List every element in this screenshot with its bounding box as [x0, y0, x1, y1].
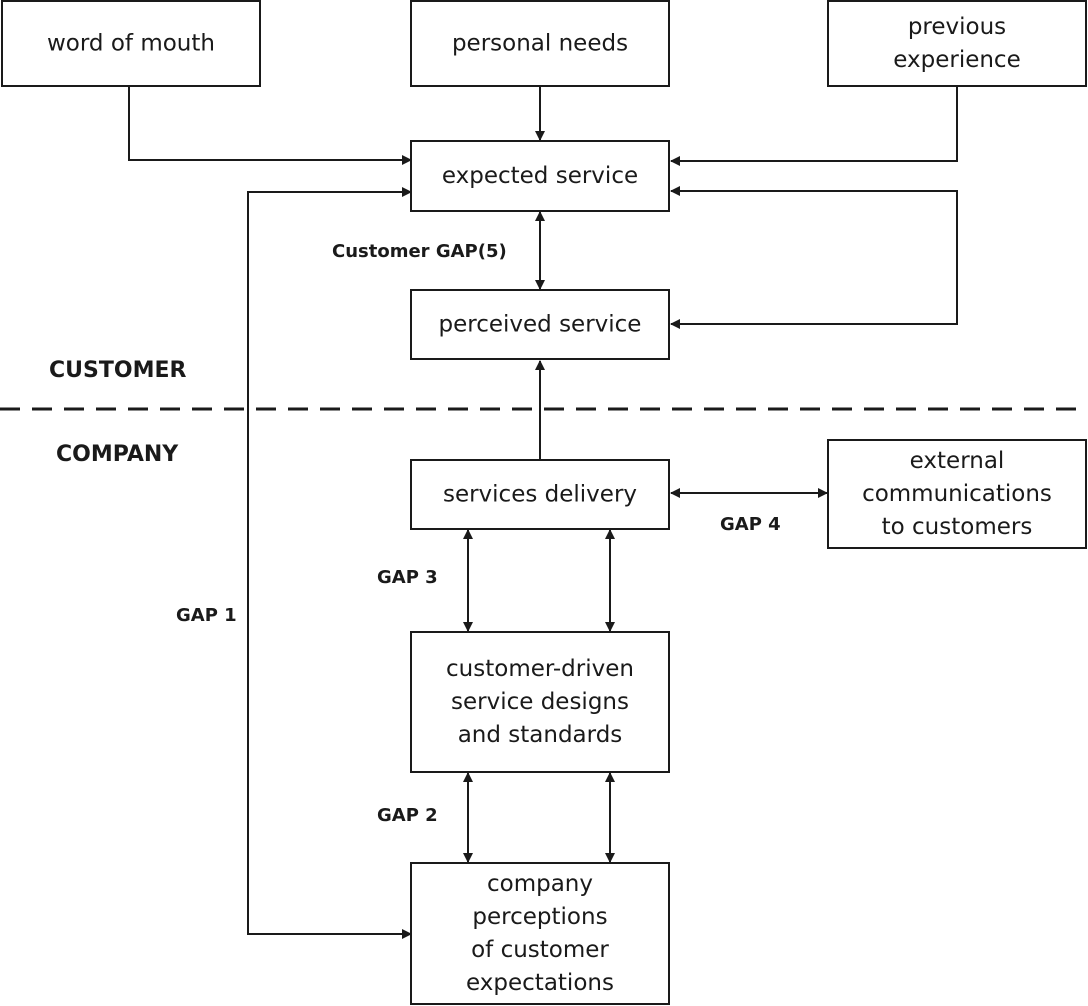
gap4-label: GAP 4: [720, 514, 781, 535]
customer-gap-label: Customer GAP(5): [332, 241, 507, 262]
external-communications-box: external communications to customers: [827, 439, 1087, 549]
feedback-loop-arrows: [670, 186, 958, 329]
box-text-line: previous: [908, 14, 1006, 40]
previous-experience-box: previous experience: [827, 0, 1087, 87]
word-of-mouth-box: word of mouth: [1, 0, 261, 87]
box-text-line: perceptions: [472, 904, 607, 930]
connectors: [128, 86, 958, 939]
gap2-label: GAP 2: [377, 805, 438, 826]
company-section-label: COMPANY: [56, 442, 179, 467]
box-text-line: expected service: [442, 163, 638, 189]
box-text-line: company: [487, 871, 593, 897]
box-text-line: and standards: [458, 722, 623, 748]
company-perceptions-box: company perceptions of customer expectation…: [410, 862, 670, 1005]
box-text: company perceptions of customer expectation…: [466, 871, 614, 996]
expected-service-box: expected service: [410, 140, 670, 212]
box-text-line: perceived service: [439, 311, 642, 337]
services-delivery-box: services delivery: [410, 459, 670, 530]
box-text-line: experience: [893, 47, 1020, 73]
box-text-line: word of mouth: [47, 30, 215, 56]
perceived-service-box: perceived service: [410, 289, 670, 360]
box-text: customer-driven service designs and standa…: [446, 656, 634, 748]
box-text: personal needs: [452, 30, 628, 56]
box-text-line: communications: [862, 481, 1052, 507]
service-designs-box: customer-driven service designs and standa…: [410, 631, 670, 773]
box-text-line: to customers: [882, 514, 1033, 540]
box-text-line: customer-driven: [446, 656, 634, 682]
box-text: external communications to customers: [862, 448, 1052, 540]
gap3-label: GAP 3: [377, 567, 438, 588]
box-text: previous experience: [893, 14, 1020, 73]
personal-needs-box: personal needs: [410, 0, 670, 87]
word-of-mouth-to-expected-arrow: [128, 86, 412, 165]
box-text: perceived service: [439, 311, 642, 337]
box-text-line: personal needs: [452, 30, 628, 56]
previous-experience-to-expected-arrow: [670, 86, 958, 166]
customer-section-label: CUSTOMER: [49, 358, 186, 383]
box-text-line: external: [910, 448, 1005, 474]
box-text-line: of customer: [471, 937, 609, 963]
box-text: expected service: [442, 163, 638, 189]
box-text: services delivery: [443, 481, 637, 507]
gap1-arrow: [247, 187, 412, 939]
box-text-line: expectations: [466, 970, 614, 996]
box-text-line: service designs: [451, 689, 629, 715]
box-text: word of mouth: [47, 30, 215, 56]
box-text-line: services delivery: [443, 481, 637, 507]
gap1-label: GAP 1: [176, 605, 237, 626]
